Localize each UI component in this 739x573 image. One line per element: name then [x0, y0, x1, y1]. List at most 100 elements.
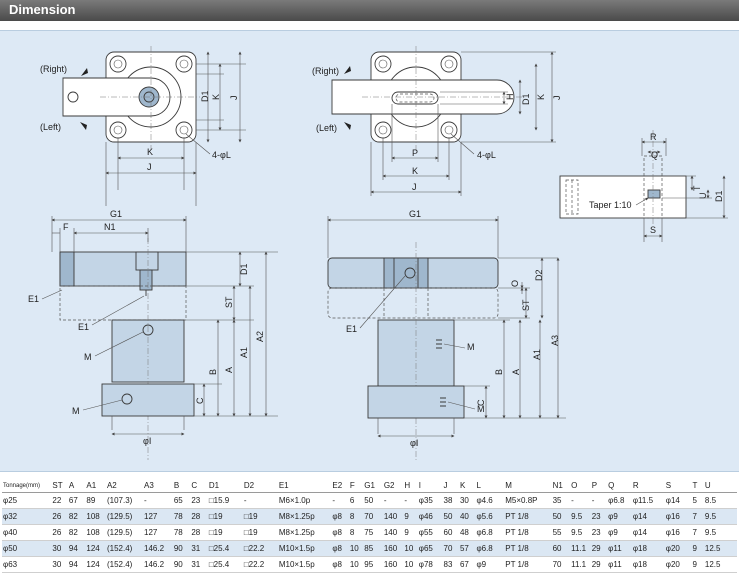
- table-header-cell: M: [504, 479, 552, 493]
- section-title: Dimension: [9, 2, 76, 17]
- table-header-row: Tonnage(mm) ST A A1 A2 A3 B C D1 D2 E1 E…: [2, 479, 737, 493]
- table-cell: (152.4): [106, 544, 133, 553]
- section-header: Dimension: [0, 0, 739, 21]
- table-cell: φ9: [608, 512, 618, 521]
- table-cell: φ8: [332, 528, 342, 537]
- table-cell: 7: [692, 528, 697, 537]
- top-left-dim-j-vert: J: [229, 96, 239, 101]
- table-cell: -: [571, 496, 574, 505]
- table-cell: 22: [52, 496, 62, 505]
- table-cell: φ18: [632, 544, 647, 553]
- table-cell: 70: [443, 544, 453, 553]
- table-cell: 90: [173, 544, 183, 553]
- table-cell: φ35: [418, 496, 433, 505]
- table-cell: 23: [591, 528, 601, 537]
- table-header-cell: C: [190, 479, 208, 493]
- table-cell: 50: [552, 512, 562, 521]
- table-cell: φ14: [665, 496, 680, 505]
- table-header-cell: D2: [242, 479, 278, 493]
- table-cell: 6: [349, 496, 355, 505]
- table-cell: 28: [191, 512, 201, 521]
- table-header-cell: U: [703, 479, 737, 493]
- table-header-cell: E1: [277, 479, 332, 493]
- table-cell: □25.4: [208, 544, 230, 553]
- table-header-cell: A: [67, 479, 86, 493]
- side-left-dim-a2: A2: [255, 331, 265, 342]
- table-cell: 55: [552, 528, 562, 537]
- table-header-cell: N1: [551, 479, 571, 493]
- table-cell: (152.4): [106, 560, 133, 569]
- table-header-cell: A2: [105, 479, 143, 493]
- side-left-label-m-bottom: M: [72, 406, 80, 416]
- lower-right-side-view: G1 D2 O ST A3 A1 A B C E1 M M φI: [327, 209, 566, 462]
- table-cell: □15.9: [208, 496, 230, 505]
- table-cell: 11.1: [571, 560, 587, 569]
- table-cell: 127: [144, 512, 158, 521]
- top-right-dim-p: P: [412, 148, 418, 158]
- table-cell: φ11: [608, 560, 622, 569]
- top-right-dim-d1: D1: [521, 93, 531, 105]
- table-cell: 30: [52, 560, 62, 569]
- table-cell: □22.2: [243, 544, 265, 553]
- side-right-dim-a: A: [511, 369, 521, 375]
- table-cell: 82: [68, 512, 78, 521]
- table-cell: 38: [443, 496, 453, 505]
- table-row-label: φ63: [3, 560, 18, 569]
- table-cell: -: [591, 496, 595, 505]
- table-cell: 12.5: [704, 544, 721, 553]
- table-cell: 146.2: [144, 560, 165, 569]
- table-cell: 9.5: [571, 528, 583, 537]
- table-cell: 89: [86, 496, 96, 505]
- top-left-plan-view: (Right) (Left) D1 K J K J 4-φL: [40, 46, 246, 206]
- table-cell: PT 1/8: [505, 560, 529, 569]
- table-row-label: φ50: [3, 544, 18, 553]
- table-cell: M5×0.8P: [505, 496, 538, 505]
- table-cell: 57: [459, 544, 469, 553]
- table-cell: M8×1.25p: [278, 512, 315, 521]
- table-cell: φ14: [632, 528, 647, 537]
- table-cell: PT 1/8: [505, 544, 529, 553]
- table-cell: 70: [364, 512, 374, 521]
- table-header-cell: P: [590, 479, 608, 493]
- table-header-cell: B: [172, 479, 191, 493]
- table-cell: □19: [243, 512, 258, 521]
- detail-dim-q: Q: [651, 150, 658, 160]
- table-cell: 9.5: [704, 512, 717, 521]
- side-right-dim-o: O: [510, 280, 520, 287]
- side-left-label-e1-bottom: E1: [78, 322, 89, 332]
- table-cell: 12.5: [704, 560, 721, 569]
- side-right-dim-d2: D2: [534, 269, 544, 281]
- detail-taper-label: Taper 1:10: [589, 200, 632, 210]
- table-cell: 94: [68, 560, 78, 569]
- top-right-dim-j: J: [412, 182, 417, 192]
- table-header-cell: A1: [85, 479, 106, 493]
- table-cell: -: [243, 496, 247, 505]
- top-right-dim-k-vert: K: [536, 94, 546, 100]
- table-cell: M6×1.0p: [278, 496, 311, 505]
- table-cell: PT 1/8: [505, 528, 529, 537]
- table-cell: 70: [552, 560, 562, 569]
- table-header-cell: R: [631, 479, 665, 493]
- side-right-dim-b: B: [494, 369, 504, 375]
- table-cell: 28: [191, 528, 201, 537]
- top-right-dim-k: K: [412, 166, 418, 176]
- table-cell: 26: [52, 528, 62, 537]
- table-cell: 50: [443, 512, 453, 521]
- table-cell: 50: [364, 496, 374, 505]
- side-left-label-e1-top: E1: [28, 294, 39, 304]
- table-cell: 124: [86, 560, 100, 569]
- detail-dim-t: T: [692, 185, 702, 191]
- top-left-left-label: (Left): [40, 122, 61, 132]
- table-row-label: φ32: [3, 512, 18, 521]
- table-cell: (129.5): [106, 512, 133, 521]
- table-cell: 67: [459, 560, 469, 569]
- side-left-dim-d1: D1: [239, 263, 249, 275]
- table-cell: 146.2: [144, 544, 165, 553]
- table-header-cell: G2: [382, 479, 404, 493]
- table-cell: 9: [692, 544, 697, 553]
- side-right-label-m-bottom: M: [477, 404, 485, 414]
- table-cell: 10: [349, 544, 359, 553]
- table-cell: φ78: [418, 560, 433, 569]
- table-cell: φ4.6: [476, 496, 493, 505]
